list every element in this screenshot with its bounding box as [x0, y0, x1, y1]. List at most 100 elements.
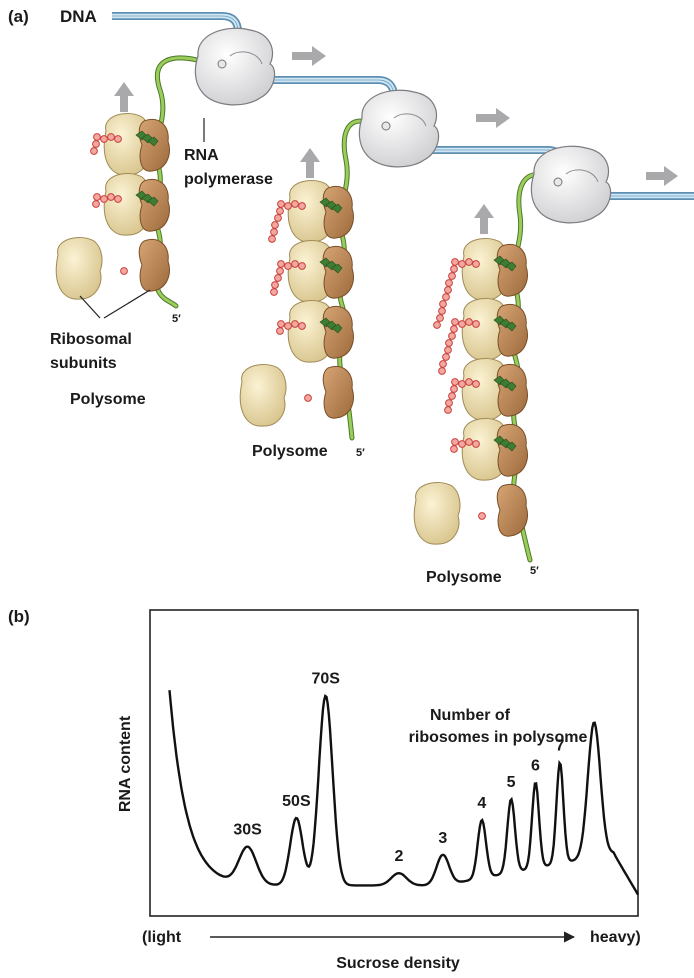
amino-acid-bead: [472, 260, 480, 268]
amino-acid-bead: [291, 200, 299, 208]
amino-acid-bead: [93, 193, 101, 201]
amino-acid-bead: [450, 325, 458, 333]
ribosome: [90, 113, 170, 176]
ribosome: [270, 240, 354, 303]
trna-shape: [147, 136, 159, 147]
callout-lines: [79, 118, 205, 319]
five-prime-label-1: 5′: [172, 313, 181, 325]
sedimentation-curve: [168, 690, 640, 896]
amino-acid-bead: [284, 262, 292, 270]
ribosomal-subunits-label: Ribosomal: [50, 331, 132, 348]
amino-acid-bead: [448, 392, 456, 400]
arrow-up-icon: [474, 204, 494, 234]
amino-acid-bead: [448, 332, 456, 340]
trna-shape: [331, 203, 343, 214]
arrow-up-icon: [300, 148, 320, 178]
panel-b-label: (b): [8, 607, 30, 626]
rna-polymerase: [358, 89, 440, 168]
amino-acid-bead: [271, 221, 279, 229]
amino-acid-bead: [472, 320, 480, 328]
amino-acid-bead: [298, 262, 306, 270]
amino-acid-bead: [268, 235, 276, 243]
peak-label: 6: [531, 757, 540, 774]
amino-acid-bead: [93, 133, 101, 141]
amino-acid-bead: [465, 318, 473, 326]
trna-shape: [331, 323, 343, 334]
rna-polymerase: [194, 27, 276, 106]
amino-acid-bead: [465, 438, 473, 446]
amino-acid-bead: [458, 320, 466, 328]
small-subunit-shape: [496, 484, 528, 537]
amino-acid-bead: [465, 378, 473, 386]
ribosome: [276, 300, 354, 363]
small-subunit-shape: [322, 366, 354, 419]
amino-acid-bead: [276, 207, 284, 215]
polysome: [55, 113, 170, 300]
peak-label: 50S: [282, 793, 311, 810]
free-subunits: [413, 482, 528, 545]
amino-acid-bead: [277, 320, 285, 328]
amino-acid-bead: [298, 202, 306, 210]
free-subunits: [55, 237, 170, 300]
amino-acid-bead: [304, 394, 312, 402]
x-axis-label: Sucrose density: [336, 955, 460, 972]
amino-acid-bead: [451, 438, 459, 446]
plot-frame: [149, 609, 639, 917]
panel-a-label: (a): [8, 7, 29, 26]
polysome: [239, 180, 354, 427]
trna-shape: [505, 321, 517, 332]
peak-label: 30S: [233, 822, 262, 839]
amino-acid-bead: [451, 258, 459, 266]
small-subunit-shape: [138, 239, 170, 292]
amino-acid-bead: [445, 279, 453, 287]
amino-acid-bead: [277, 260, 285, 268]
large-subunit-shape: [55, 237, 103, 300]
y-axis-label: RNA content: [117, 715, 134, 812]
amino-acid-bead: [438, 367, 446, 375]
dna-label: DNA: [60, 7, 97, 26]
peak-label: 7: [555, 737, 564, 754]
amino-acid-bead: [270, 288, 278, 296]
amino-acid-bead: [276, 327, 284, 335]
rna-polymerase-label: RNA: [184, 147, 219, 164]
rna-polymerases: [194, 27, 612, 224]
amino-acid-bead: [458, 380, 466, 388]
large-subunit-shape: [413, 482, 461, 545]
polysome-label-1: Polysome: [70, 391, 146, 408]
large-subunit-shape: [239, 364, 287, 427]
amino-acid-bead: [450, 445, 458, 453]
trna-shape: [505, 441, 517, 452]
amino-acid-bead: [291, 320, 299, 328]
ribosome: [444, 358, 528, 421]
amino-acid-bead: [458, 440, 466, 448]
amino-acid-bead: [291, 260, 299, 268]
free-subunits: [239, 364, 354, 427]
amino-acid-bead: [439, 300, 447, 308]
amino-acid-bead: [114, 135, 122, 143]
trna-shape: [147, 196, 159, 207]
amino-acid-bead: [433, 321, 441, 329]
amino-acid-bead: [100, 195, 108, 203]
amino-acid-bead: [277, 200, 285, 208]
amino-acid-bead: [438, 307, 446, 315]
direction-arrows: [114, 46, 678, 234]
ribosome: [450, 418, 528, 481]
amino-acid-bead: [478, 512, 486, 520]
amino-acid-bead: [472, 380, 480, 388]
x-right-label: heavy): [590, 929, 641, 946]
amino-acid-bead: [107, 133, 115, 141]
amino-acid-bead: [271, 281, 279, 289]
amino-acid-bead: [270, 228, 278, 236]
ribosome: [433, 238, 528, 329]
amino-acid-bead: [107, 193, 115, 201]
amino-acid-bead: [120, 267, 128, 275]
amino-acid-bead: [450, 385, 458, 393]
amino-acid-bead: [436, 314, 444, 322]
trna-shape: [331, 263, 343, 274]
amino-acid-bead: [451, 318, 459, 326]
amino-acid-bead: [90, 147, 98, 155]
amino-acid-bead: [444, 406, 452, 414]
amino-acid-bead: [448, 272, 456, 280]
arrow-right-icon: [476, 108, 510, 128]
amino-acid-bead: [92, 200, 100, 208]
